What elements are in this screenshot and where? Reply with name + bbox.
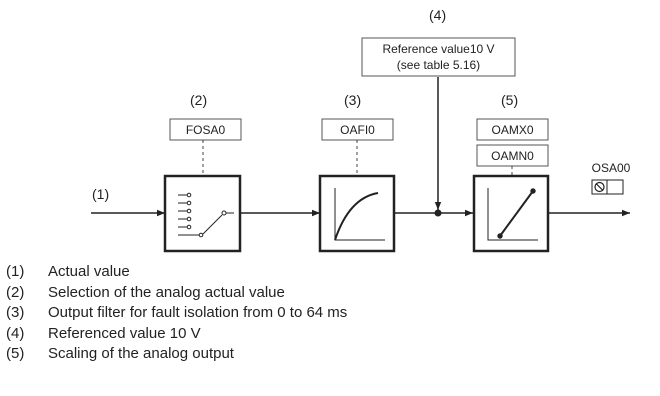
callout-5: (5) [501,92,518,108]
legend-list: (1) Actual value (2) Selection of the anal… [6,262,347,365]
legend-number: (2) [6,283,25,301]
param-oamx0: OAMX0 [491,123,533,137]
legend-text: Selection of the analog actual value [48,283,285,301]
param-fosa0: FOSA0 [186,123,226,137]
callout-3: (3) [344,92,361,108]
scaling-line-icon [487,188,538,241]
summing-junction [434,209,442,217]
selector-switch-icon [178,192,234,238]
callout-4: (4) [429,7,446,23]
callout-1: (1) [92,186,109,202]
legend-text: Actual value [48,263,130,280]
param-oamn0: OAMN0 [491,149,534,163]
legend-item: (3) Output filter for fault isolation fro… [6,303,347,324]
filter-block [318,174,396,253]
legend-item: (2) Selection of the analog actual value [6,283,347,304]
legend-number: (3) [6,304,25,321]
legend-item: (4) Referenced value 10 V [6,324,347,345]
legend-item: (5) Scaling of the analog output [6,344,347,365]
signal-flow-diagram: (1) (4) Reference value10 V (see table 5… [91,7,631,253]
param-box-oamx0 [476,118,549,141]
output-terminal-icon [591,179,624,195]
param-oafi0: OAFI0 [340,123,375,137]
legend-number: (1) [6,263,25,280]
param-box-fosa0 [169,118,242,141]
reference-value-box [361,37,516,77]
callout-2: (2) [190,92,207,108]
filter-curve-icon [334,188,385,241]
legend-number: (4) [6,324,25,342]
legend-item: (1) Actual value [6,262,347,283]
legend-text: Output filter for fault isolation from 0… [48,304,348,321]
reference-line-1: Reference value10 V [382,42,494,56]
legend-text: Referenced value 10 V [48,324,201,342]
scaling-block [472,174,550,253]
legend-text: Scaling of the analog output [48,345,234,362]
legend-number: (5) [6,345,25,362]
reference-line-2: (see table 5.16) [397,58,480,72]
output-label: OSA00 [592,161,631,175]
